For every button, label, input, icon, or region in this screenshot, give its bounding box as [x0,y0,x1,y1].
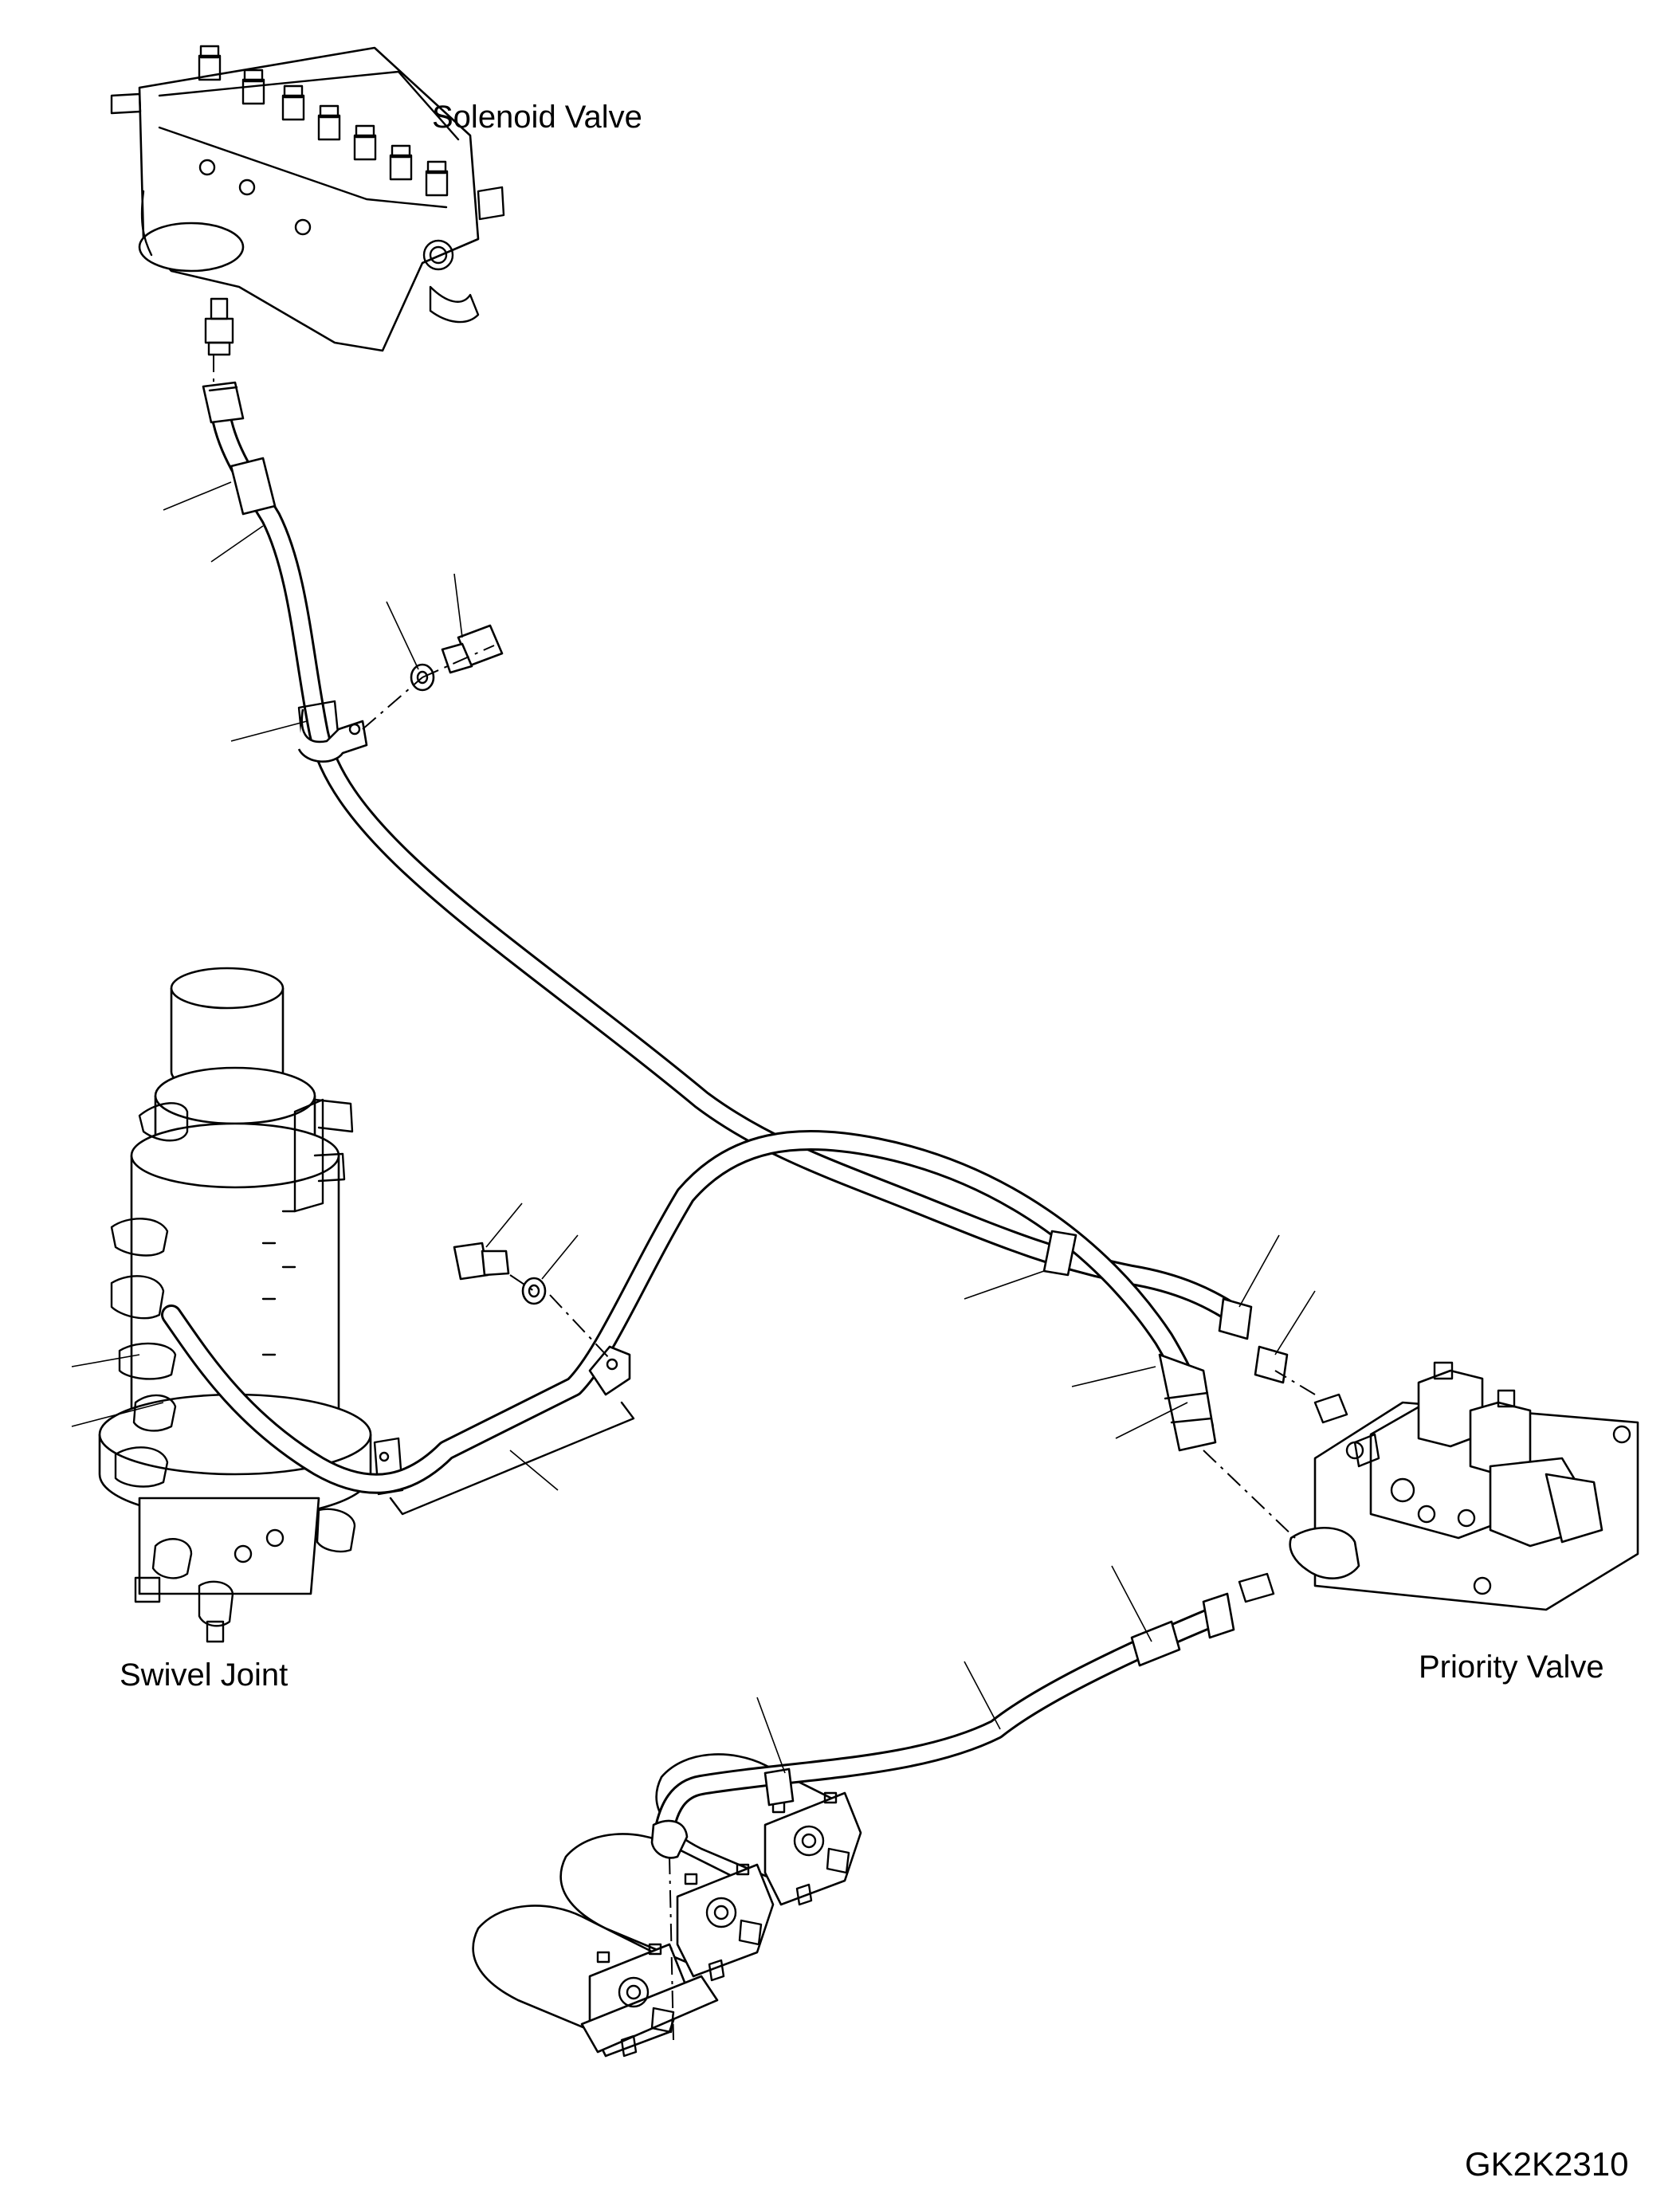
assembly-lines [213,355,1316,2041]
hose-fittings [202,381,1289,1859]
drawing-code-label: GK2K2310 [1465,2145,1629,2183]
solenoid-valve [110,45,505,356]
swivel-joint [98,967,404,1643]
priority-valve [1238,1361,1639,1611]
swivel-joint-label: Swivel Joint [120,1658,288,1693]
hoses [161,392,1246,1835]
priority-valve-label: Priority Valve [1419,1650,1604,1685]
bolt-and-washer-lower [453,1242,547,1305]
bracket-callout [389,1401,635,1516]
accumulator-assembly [472,1753,862,2058]
leader-lines [71,481,1316,1774]
bolt-and-washer-upper [410,624,504,692]
clamps [297,708,631,1396]
solenoid-valve-label: Solenoid Valve [432,100,642,135]
